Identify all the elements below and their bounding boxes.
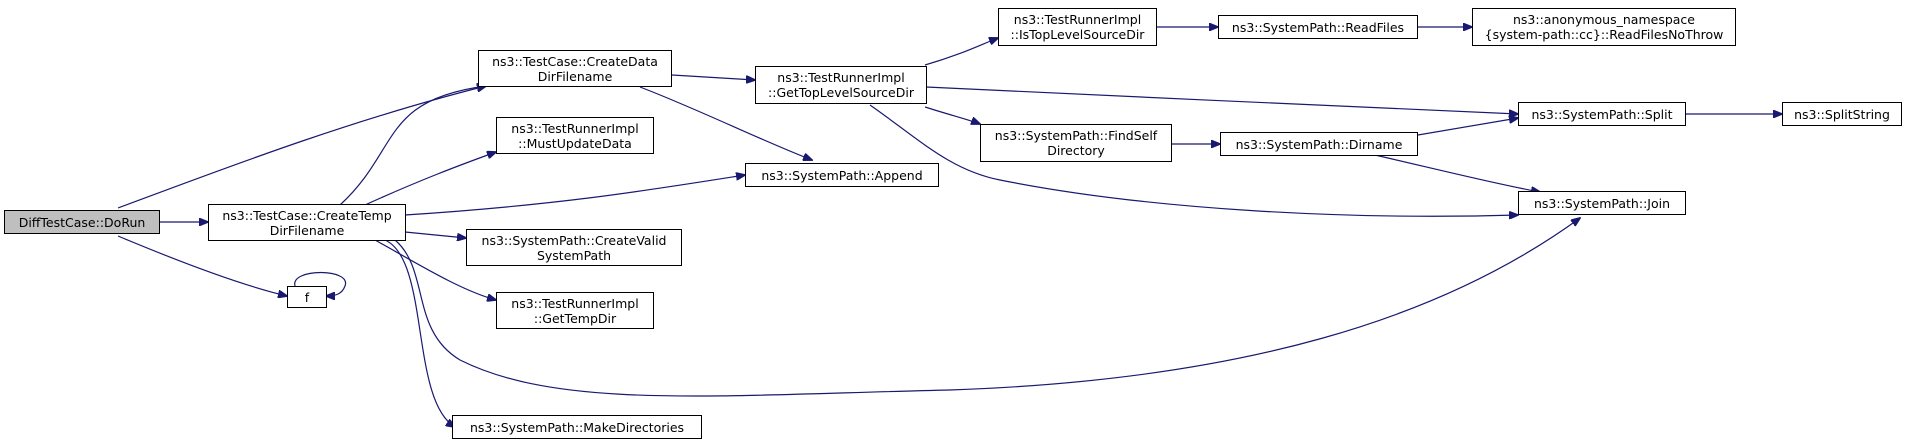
node-label-line: ::IsTopLevelSourceDir <box>1010 27 1145 42</box>
node-label-line: DirFilename <box>537 68 613 84</box>
node-system-path-join[interactable]: ns3::SystemPath::Join <box>1518 191 1686 215</box>
node-label-line: ns3::TestCase::CreateTemp <box>222 207 392 223</box>
node-label-line: SystemPath <box>536 247 612 263</box>
node-read-files[interactable]: ns3::SystemPath::ReadFiles <box>1218 15 1418 39</box>
node-label-line: DirFilename <box>269 222 345 238</box>
node-label-line: ns3::SystemPath::Dirname <box>1235 136 1403 152</box>
node-read-files-no-throw[interactable]: ns3::anonymous_namespace{system-path::cc… <box>1472 8 1736 46</box>
edge-createtempdir-to-append <box>404 175 745 216</box>
node-label-line: Directory <box>1047 143 1105 158</box>
node-is-top-level-source-dir[interactable]: ns3::TestRunnerImpl::IsTopLevelSourceDir <box>998 8 1157 46</box>
edge-gettoplevel-to-findself <box>924 106 980 124</box>
node-label-line: ::GetTempDir <box>533 310 617 326</box>
node-label-line: ns3::SplitString <box>1794 106 1890 122</box>
node-label-line: ns3::TestRunnerImpl <box>1013 12 1142 27</box>
edge-gettoplevel-to-istoplevel <box>924 38 998 66</box>
node-system-path-append[interactable]: ns3::SystemPath::Append <box>745 163 939 187</box>
edge-createtempdir-to-mustupdatedata <box>364 152 496 206</box>
edge-createdatadir-to-append <box>639 86 812 160</box>
node-split-string[interactable]: ns3::SplitString <box>1782 102 1902 126</box>
node-make-directories[interactable]: ns3::SystemPath::MakeDirectories <box>452 415 702 439</box>
edge-createtempdir-to-makedirectories <box>384 239 455 427</box>
edge-createdatadir-to-gettoplevel <box>671 74 755 80</box>
node-label-line: ::MustUpdateData <box>518 135 632 151</box>
node-get-temp-dir[interactable]: ns3::TestRunnerImpl::GetTempDir <box>496 292 654 329</box>
edge-dorun-to-f <box>117 235 287 296</box>
node-f[interactable]: f <box>287 286 327 308</box>
node-dirname[interactable]: ns3::SystemPath::Dirname <box>1220 132 1418 156</box>
node-label-line: DiffTestCase::DoRun <box>18 214 146 230</box>
node-label-line: ns3::TestRunnerImpl <box>511 295 639 311</box>
node-label-line: ::GetTopLevelSourceDir <box>768 85 914 100</box>
edge-createtempdir-to-join <box>394 218 1580 397</box>
node-label-line: ns3::SystemPath::MakeDirectories <box>469 419 685 435</box>
node-diff-dorun: DiffTestCase::DoRun <box>4 210 160 234</box>
node-label-line: ns3::SystemPath::Join <box>1533 195 1671 211</box>
node-label-line: ns3::SystemPath::Append <box>761 167 923 183</box>
edge-dorun-to-createdatadir <box>117 86 486 209</box>
node-must-update-data[interactable]: ns3::TestRunnerImpl::MustUpdateData <box>496 117 654 154</box>
node-label-line: ns3::TestCase::CreateData <box>492 53 658 69</box>
node-label-line: f <box>304 289 310 305</box>
edge-createtempdir-to-createdatadir <box>339 86 486 206</box>
node-system-path-split[interactable]: ns3::SystemPath::Split <box>1518 102 1686 126</box>
edge-createtempdir-to-createvalid <box>404 231 466 238</box>
edge-dirname-to-join <box>1374 154 1540 192</box>
node-label-line: ns3::SystemPath::Split <box>1531 106 1673 122</box>
node-label-line: ns3::SystemPath::CreateValid <box>481 232 667 248</box>
edge-gettoplevel-to-join <box>869 104 1518 216</box>
edge-gettoplevel-to-split <box>925 86 1518 114</box>
edge-createtempdir-to-gettempdir <box>374 239 496 300</box>
node-label-line: ns3::anonymous_namespace <box>1513 12 1695 27</box>
edge-f-self-loop <box>294 271 346 297</box>
node-label-line: ns3::SystemPath::FindSelf <box>994 128 1158 143</box>
node-get-top-level-source-dir[interactable]: ns3::TestRunnerImpl::GetTopLevelSourceDi… <box>755 66 927 104</box>
node-label-line: {system-path::cc}::ReadFilesNoThrow <box>1484 27 1724 42</box>
node-label-line: ns3::TestRunnerImpl <box>777 70 905 85</box>
node-label-line: ns3::TestRunnerImpl <box>511 120 639 136</box>
node-label-line: ns3::SystemPath::ReadFiles <box>1231 19 1405 35</box>
edge-dirname-to-split <box>1417 118 1518 136</box>
